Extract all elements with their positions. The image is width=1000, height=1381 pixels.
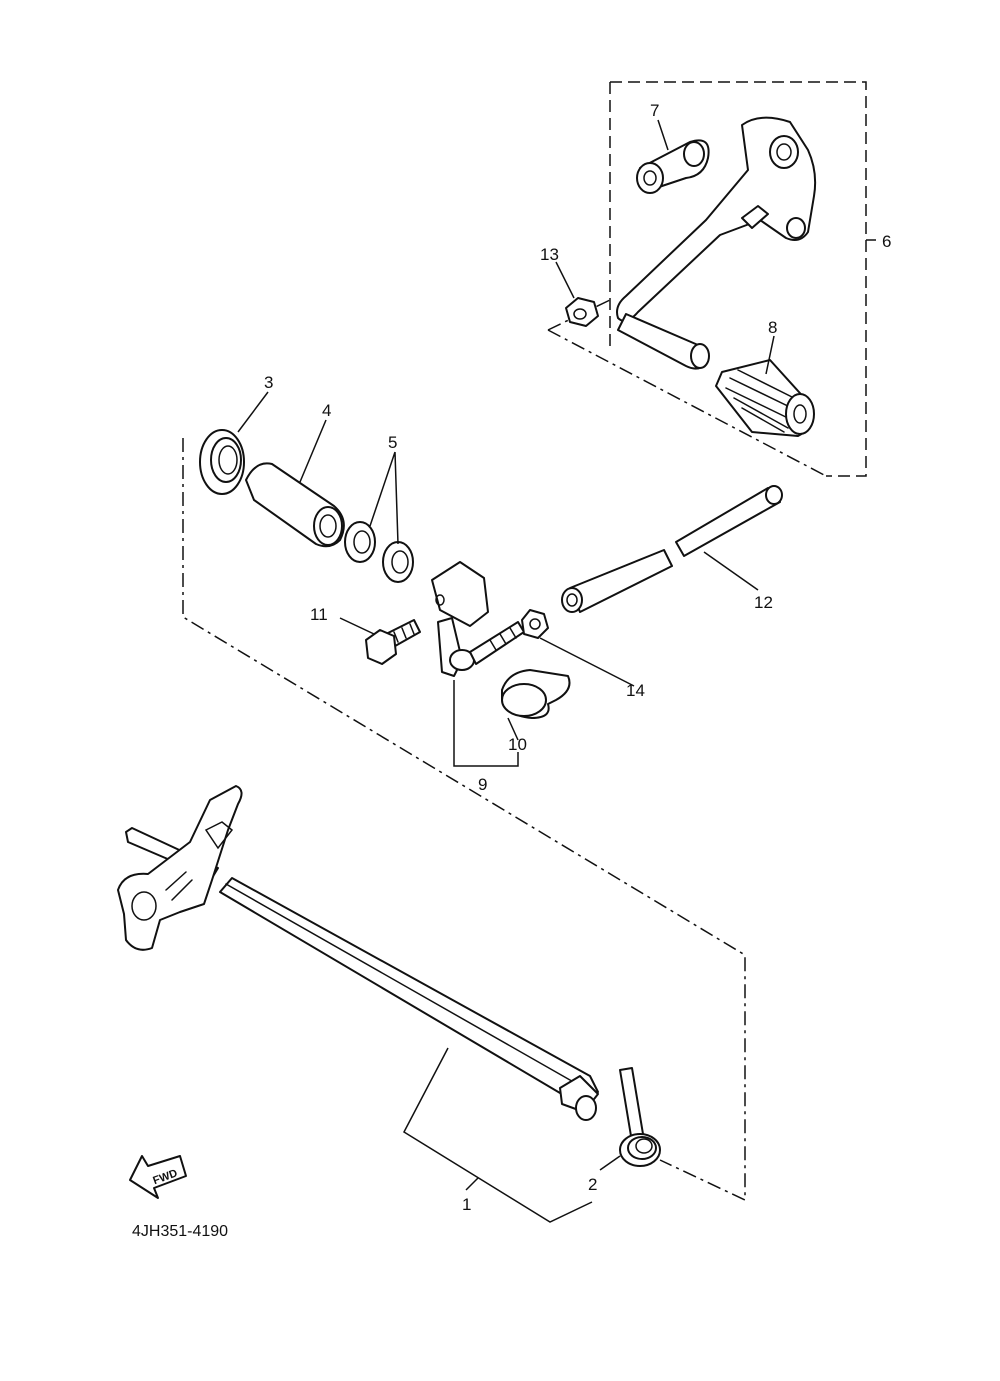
callout-7: 7 [650, 101, 659, 120]
callout-10: 10 [508, 735, 527, 754]
callout-labels: 7 6 13 8 3 4 5 12 11 14 10 9 2 1 [264, 101, 891, 1214]
callout-3: 3 [264, 373, 273, 392]
callout-14: 14 [626, 681, 645, 700]
callout-8: 8 [768, 318, 777, 337]
callout-4: 4 [322, 401, 331, 420]
part-8-pedal-rubber [715, 359, 815, 437]
part-3-oil-seal [199, 429, 245, 495]
fwd-arrow-icon: FWD [129, 1155, 187, 1199]
callout-13: 13 [540, 245, 559, 264]
leader-lines [237, 119, 876, 1223]
part-7-rod-end [636, 139, 710, 194]
callout-11: 11 [310, 605, 328, 624]
part-5-bearings [344, 521, 414, 583]
part-12-shift-rod [561, 485, 783, 613]
callout-9: 9 [478, 775, 487, 794]
callout-2: 2 [588, 1175, 597, 1194]
part-6-shift-pedal [616, 116, 817, 370]
part-4-collar [245, 462, 345, 548]
part-14-nut [521, 609, 549, 639]
part-code: 4JH351-4190 [132, 1223, 228, 1240]
part-2-torsion-spring [619, 1067, 661, 1167]
part-9-joint [431, 561, 525, 677]
callout-1: 1 [462, 1195, 471, 1214]
callout-6: 6 [882, 232, 891, 251]
part-13-nut [565, 297, 599, 327]
part-10-rubber-boot [501, 669, 571, 719]
shaft-group-boundary [182, 438, 746, 1202]
assembly-6-boundary [547, 81, 867, 477]
callout-12: 12 [754, 593, 773, 612]
part-1-shift-shaft [117, 785, 599, 1121]
part-11-bolt [365, 619, 421, 665]
callout-5: 5 [388, 433, 397, 452]
